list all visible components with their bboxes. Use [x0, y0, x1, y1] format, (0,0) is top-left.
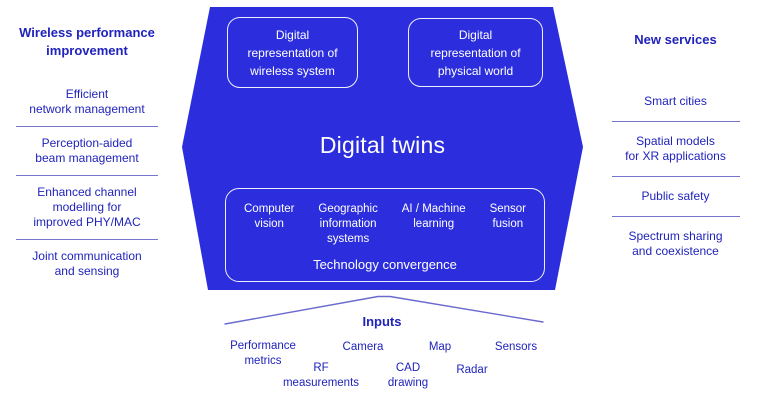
input-item-map: Map: [428, 341, 452, 353]
tech-item-ai-machine-learning: AI / Machine learning: [401, 203, 466, 230]
digital-twins-hexagon: Digital representation of wireless syste…: [182, 7, 583, 290]
tech-item-geographic-information-systems: Geographic information systems: [318, 203, 378, 245]
inputs-brace-icon: [224, 295, 544, 325]
right-panel-title: New services: [634, 32, 717, 47]
left-item-efficient-network-management: Efficient network management: [29, 87, 145, 117]
left-panel: Wireless performance improvement Efficie…: [8, 24, 166, 288]
technology-convergence-label: Technology convergence: [313, 257, 457, 272]
technology-convergence-box: Computer vision Geographic information s…: [225, 188, 545, 282]
right-item-spatial-models-xr: Spatial models for XR applications: [625, 133, 726, 163]
input-item-camera: Camera: [342, 341, 384, 353]
input-item-radar: Radar: [456, 364, 488, 376]
input-item-cad-drawing: CAD drawing: [387, 362, 429, 389]
right-panel: New services Smart cities Spatial models…: [598, 31, 753, 271]
right-item-public-safety: Public safety: [641, 188, 710, 203]
divider: [16, 126, 158, 128]
left-item-joint-communication-and-sensing: Joint communication and sensing: [32, 249, 142, 279]
right-item-spectrum-sharing: Spectrum sharing and coexistence: [628, 228, 723, 258]
right-item-smart-cities: Smart cities: [644, 93, 707, 108]
input-item-sensors: Sensors: [494, 341, 538, 353]
divider: [16, 175, 158, 177]
box-digital-representation-wireless: Digital representation of wireless syste…: [227, 17, 358, 88]
left-panel-title: Wireless performance improvement: [19, 25, 155, 58]
digital-twins-title: Digital twins: [319, 132, 446, 158]
divider: [611, 120, 740, 122]
inputs-label: Inputs: [362, 314, 402, 329]
box-digital-representation-physical: Digital representation of physical world: [408, 18, 543, 87]
divider: [611, 175, 740, 177]
left-item-perception-aided-beam-management: Perception-aided beam management: [35, 136, 139, 166]
divider: [611, 215, 740, 217]
left-item-enhanced-channel-modelling: Enhanced channel modelling for improved …: [33, 185, 141, 230]
input-item-performance-metrics: Performance metrics: [230, 340, 296, 367]
technology-row: Computer vision Geographic information s…: [226, 189, 544, 247]
input-item-rf-measurements: RF measurements: [282, 362, 360, 389]
tech-item-computer-vision: Computer vision: [244, 203, 295, 230]
divider: [16, 239, 158, 241]
tech-item-sensor-fusion: Sensor fusion: [489, 203, 526, 230]
